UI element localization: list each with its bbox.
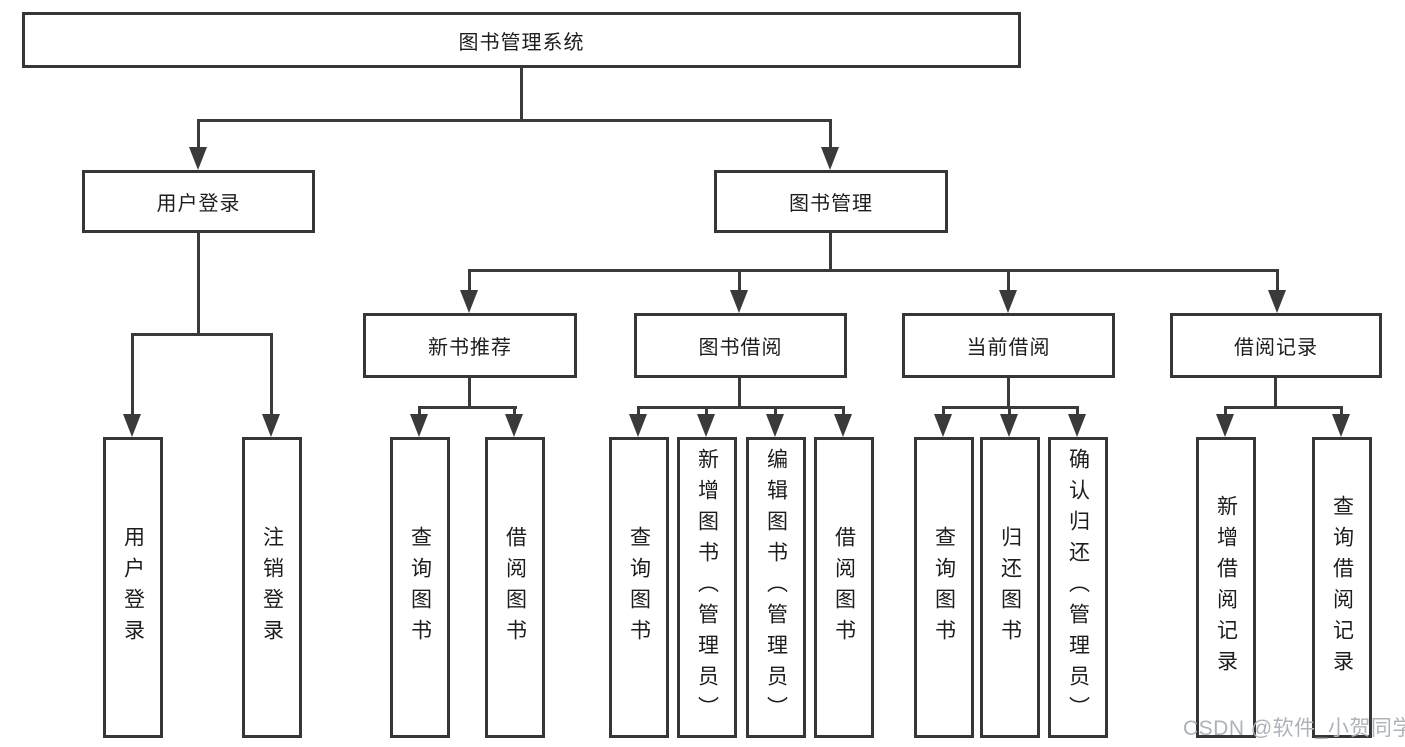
node-user-login-label: 用户登录: [156, 193, 241, 215]
connector-line: [418, 406, 421, 417]
connector-line: [738, 269, 741, 293]
arrow-down-icon: [821, 147, 839, 170]
connector-line: [1007, 269, 1010, 293]
leaf-add-book-admin-label: 新增图书（管理员）: [695, 448, 719, 727]
leaf-query-books-recommend-label: 查询图书: [408, 525, 432, 650]
connector-line: [738, 378, 741, 409]
arrow-down-icon: [410, 414, 428, 437]
node-new-book-recommend-label: 新书推荐: [428, 337, 512, 359]
leaf-confirm-return-admin: 确认归还（管理员）: [1048, 437, 1108, 738]
connector-line: [513, 406, 516, 417]
connector-line: [1224, 406, 1343, 409]
arrow-down-icon: [1068, 414, 1086, 437]
arrow-down-icon: [460, 290, 478, 313]
connector-line: [705, 406, 708, 417]
connector-line: [468, 378, 471, 409]
leaf-borrow-books-label: 借阅图书: [832, 525, 856, 650]
connector-line: [468, 269, 1279, 272]
arrow-down-icon: [1268, 290, 1286, 313]
connector-line: [418, 406, 517, 409]
node-book-borrow-label: 图书借阅: [698, 337, 783, 359]
node-root: 图书管理系统: [22, 12, 1021, 68]
leaf-add-borrow-record: 新增借阅记录: [1196, 437, 1256, 738]
node-book-borrow: 图书借阅: [634, 313, 847, 378]
node-borrow-records: 借阅记录: [1170, 313, 1382, 378]
leaf-confirm-return-admin-label: 确认归还（管理员）: [1066, 448, 1090, 727]
leaf-borrow-books-recommend-label: 借阅图书: [503, 525, 527, 650]
connector-line: [1274, 378, 1277, 409]
connector-line: [197, 233, 200, 336]
arrow-down-icon: [1216, 414, 1234, 437]
connector-line: [468, 269, 471, 293]
arrow-down-icon: [1000, 414, 1018, 437]
connector-line: [131, 333, 273, 336]
leaf-query-books-borrow-label: 查询图书: [627, 525, 651, 650]
arrow-down-icon: [123, 414, 141, 437]
connector-line: [1007, 378, 1010, 409]
arrow-down-icon: [730, 290, 748, 313]
leaf-borrow-books: 借阅图书: [814, 437, 874, 738]
connector-line: [637, 406, 640, 417]
leaf-query-borrow-record: 查询借阅记录: [1312, 437, 1372, 738]
arrow-down-icon: [834, 414, 852, 437]
connector-line: [829, 233, 832, 272]
arrow-down-icon: [262, 414, 280, 437]
connector-line: [197, 119, 200, 150]
leaf-borrow-books-recommend: 借阅图书: [485, 437, 545, 738]
connector-line: [197, 119, 832, 122]
connector-line: [1076, 406, 1079, 417]
node-book-management-label: 图书管理: [789, 193, 873, 215]
connector-line: [1276, 269, 1279, 293]
node-borrow-records-label: 借阅记录: [1234, 337, 1318, 359]
leaf-add-book-admin: 新增图书（管理员）: [677, 437, 737, 738]
leaf-query-borrow-record-label: 查询借阅记录: [1330, 494, 1354, 681]
connector-line: [829, 119, 832, 150]
connector-line: [520, 68, 523, 122]
node-user-login: 用户登录: [82, 170, 315, 233]
arrow-down-icon: [697, 414, 715, 437]
connector-line: [1008, 406, 1011, 417]
leaf-logout-label: 注销登录: [260, 525, 284, 650]
arrow-down-icon: [505, 414, 523, 437]
connector-line: [270, 333, 273, 417]
connector-line: [131, 333, 134, 417]
leaf-return-books-label: 归还图书: [998, 525, 1022, 650]
connector-line: [1224, 406, 1227, 417]
leaf-user-login-label: 用户登录: [121, 525, 145, 650]
arrow-down-icon: [1332, 414, 1350, 437]
connector-line: [942, 406, 945, 417]
csdn-watermark: CSDN @软件_小贺同学: [1183, 717, 1405, 740]
leaf-query-books-current: 查询图书: [914, 437, 974, 738]
node-new-book-recommend: 新书推荐: [363, 313, 577, 378]
node-current-borrow: 当前借阅: [902, 313, 1115, 378]
arrow-down-icon: [629, 414, 647, 437]
leaf-edit-book-admin-label: 编辑图书（管理员）: [764, 448, 788, 727]
leaf-add-borrow-record-label: 新增借阅记录: [1214, 494, 1238, 681]
connector-line: [774, 406, 777, 417]
arrow-down-icon: [189, 147, 207, 170]
leaf-return-books: 归还图书: [980, 437, 1040, 738]
leaf-query-books-current-label: 查询图书: [932, 525, 956, 650]
arrow-down-icon: [999, 290, 1017, 313]
connector-line: [637, 406, 845, 409]
node-current-borrow-label: 当前借阅: [966, 337, 1051, 359]
leaf-query-books-borrow: 查询图书: [609, 437, 669, 738]
leaf-query-books-recommend: 查询图书: [390, 437, 450, 738]
connector-line: [1340, 406, 1343, 417]
connector-line: [842, 406, 845, 417]
arrow-down-icon: [766, 414, 784, 437]
leaf-user-login: 用户登录: [103, 437, 163, 738]
node-book-management: 图书管理: [714, 170, 948, 233]
leaf-logout: 注销登录: [242, 437, 302, 738]
arrow-down-icon: [934, 414, 952, 437]
leaf-edit-book-admin: 编辑图书（管理员）: [746, 437, 806, 738]
node-root-label: 图书管理系统: [458, 31, 585, 54]
